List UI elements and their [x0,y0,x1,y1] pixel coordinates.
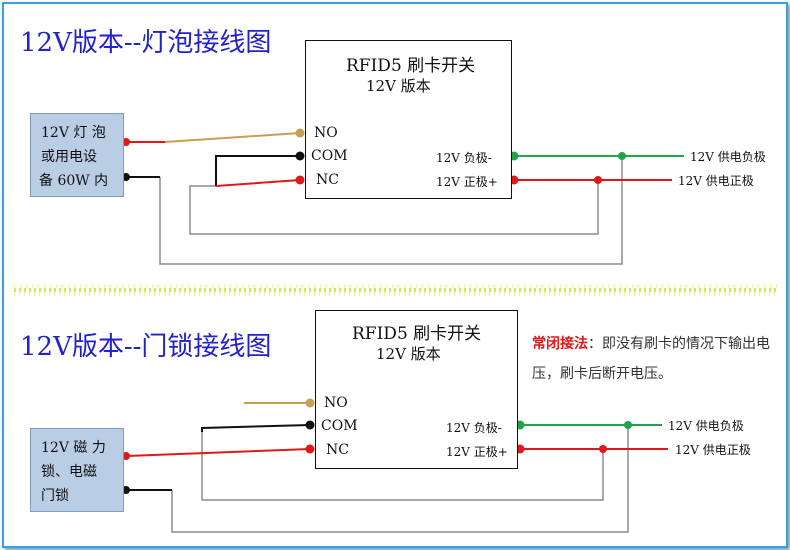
wire-gray-com-loop-1 [189,180,599,235]
diagram1-switch-subtitle: 12V 版本 [366,77,431,95]
diagram1-load-line3: 备 60W 内 [39,173,109,189]
diagram2-neg-label: 12V 负极- [446,421,502,435]
dot-load-red-2 [122,452,130,460]
diagram1-switch-box: RFID5 刷卡开关 12V 版本 NO COM NC 12V 负极- 12V … [305,40,512,199]
diagram1-supply-neg: 12V 供电负极 [690,150,766,164]
diagram2-pos-label: 12V 正极+ [446,445,508,459]
diagram2-terminal-nc: NC [326,442,349,458]
diagram2-supply-pos: 12V 供电正极 [675,443,751,457]
wire-gray-load-loop-2 [171,425,629,533]
wire-black-com-2 [201,424,311,432]
diagram2-switch-subtitle: 12V 版本 [376,345,441,363]
diagram2-load-line2: 锁、电磁 [41,464,97,480]
dot-load-red-1 [122,138,130,146]
diagram1-switch-title: RFID5 刷卡开关 [346,56,476,76]
wire-red-nc-1 [215,179,301,187]
diagram2-terminal-no: NO [324,395,348,411]
dot-com-1 [295,151,305,161]
section-divider [14,284,778,296]
diagram1-terminal-com: COM [311,148,348,164]
wire-gray-com-loop-2 [201,428,604,501]
dot-nc-2 [305,444,315,454]
dot-com-2 [305,420,315,430]
wiring-note: 常闭接法：即没有刷卡的情况下输出电压，刷卡后断开电压。 [532,329,780,389]
wire-black-com-1 [215,155,300,186]
diagram1-load-line2: 或用电设 [41,149,97,165]
diagram1-title: 12V版本--灯泡接线图 [20,28,272,58]
dot-junction-green-1 [618,152,626,160]
dot-junction-red-2 [599,445,607,453]
note-text: ：即没有刷卡的情况下输出电压，刷卡后断开电压。 [532,336,770,382]
diagram1-terminal-no: NO [314,125,338,141]
diagram2-load-line1: 12V 磁 力 [41,440,106,456]
diagram1-supply-pos: 12V 供电正极 [678,174,754,188]
dot-junction-green-2 [624,421,632,429]
diagram1-load-line1: 12V 灯 泡 [41,125,106,141]
diagram1-neg-label: 12V 负极- [436,151,492,165]
dot-no-1 [295,128,305,138]
note-highlight: 常闭接法 [532,336,588,352]
diagram2-switch-box: RFID5 刷卡开关 12V 版本 NO COM NC 12V 负极- 12V … [315,310,518,469]
dot-nc-1 [295,175,305,185]
wire-red-nc-2 [125,448,311,457]
dot-load-black-2 [122,486,130,494]
diagram2-supply-neg: 12V 供电负极 [668,419,744,433]
diagram1-terminal-nc: NC [316,172,339,188]
diagram2-load-line3: 门锁 [41,488,69,504]
diagram2-load-box: 12V 磁 力 锁、电磁 门锁 [30,428,124,512]
dot-load-black-1 [122,173,130,181]
wire-gold-no-1 [164,132,301,143]
diagram2-terminal-com: COM [321,418,358,434]
diagram2-switch-title: RFID5 刷卡开关 [352,324,482,344]
diagram2-title: 12V版本--门锁接线图 [20,332,272,362]
dot-no-2 [305,398,315,408]
diagram1-load-box: 12V 灯 泡 或用电设 备 60W 内 [30,113,124,197]
diagram1-pos-label: 12V 正极+ [436,175,498,189]
dot-junction-red-1 [594,176,602,184]
wire-gray-load-loop-1 [159,156,623,265]
